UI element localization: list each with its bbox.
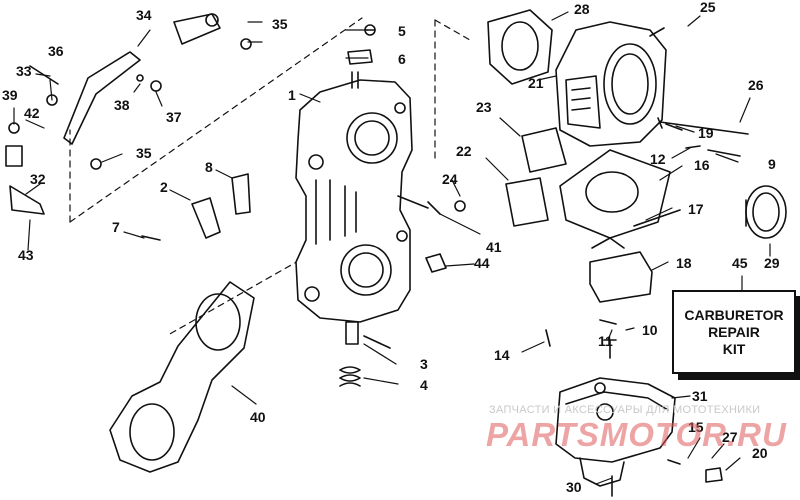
label-16: 16	[694, 157, 710, 173]
label-22: 22	[456, 143, 472, 159]
label-30: 30	[566, 479, 582, 495]
bracket-8-part	[231, 173, 251, 215]
label-28: 28	[574, 1, 590, 17]
label-32: 32	[30, 171, 46, 187]
label-18: 18	[676, 255, 692, 271]
label-33: 33	[16, 63, 32, 79]
label-36: 36	[48, 43, 64, 59]
fitting-44-part	[425, 253, 447, 273]
label-8: 8	[205, 159, 213, 175]
label-7: 7	[112, 219, 120, 235]
label-41: 41	[486, 239, 502, 255]
gasket-16-part	[559, 149, 671, 239]
air-intake-part	[555, 21, 667, 147]
small-hardware	[5, 24, 741, 497]
label-38: 38	[114, 97, 130, 113]
float-18-part	[589, 237, 653, 303]
pin-17-part	[633, 209, 681, 227]
plate-23-part	[521, 127, 567, 173]
carburetor-body-part	[295, 71, 413, 345]
watermark-logo: PARTSMOTOR.RU	[486, 416, 787, 453]
spring-4-part	[339, 366, 361, 387]
repair-kit-line-1: CARBURETOR	[684, 306, 784, 323]
leader-lines	[13, 11, 771, 485]
label-3: 3	[420, 356, 428, 372]
label-14: 14	[494, 347, 510, 363]
gasket-40-part	[109, 281, 255, 473]
ring-29-part	[745, 185, 787, 239]
label-39: 39	[2, 87, 18, 103]
label-15: 15	[688, 419, 704, 435]
screw-26-part	[657, 117, 749, 135]
repair-kit-line-3: KIT	[722, 340, 746, 357]
label-17: 17	[688, 201, 704, 217]
bracket-2-part	[191, 197, 221, 239]
label-6: 6	[398, 51, 406, 67]
label-20: 20	[752, 445, 768, 461]
label-25: 25	[700, 0, 716, 15]
label-23: 23	[476, 99, 492, 115]
label-44: 44	[474, 255, 490, 271]
label-26: 26	[748, 77, 764, 93]
watermark-tagline: ЗАПЧАСТИ И АКСЕССУАРЫ ДЛЯ МОТОТЕХНИКИ	[489, 404, 761, 416]
label-10: 10	[642, 322, 658, 338]
label-24: 24	[442, 171, 458, 187]
gasket-16-hole	[585, 171, 639, 213]
label-1: 1	[288, 87, 296, 103]
clip-43-part	[9, 185, 45, 215]
label-40: 40	[250, 409, 266, 425]
bolt-41-part	[397, 195, 441, 215]
label-21: 21	[528, 75, 544, 91]
label-42: 42	[24, 105, 40, 121]
repair-kit-line-2: REPAIR	[708, 323, 760, 340]
label-4: 4	[420, 377, 428, 393]
label-2: 2	[160, 179, 168, 195]
label-12: 12	[650, 151, 666, 167]
gasket-28-hole	[501, 21, 539, 71]
dashed-guide-lines	[69, 17, 471, 336]
label-5: 5	[398, 23, 406, 39]
label-29: 29	[764, 255, 780, 271]
label-34: 34	[136, 7, 152, 23]
label-37: 37	[166, 109, 182, 125]
label-19: 19	[698, 125, 714, 141]
gasket-28-part	[487, 9, 553, 85]
linkage-arm-part	[63, 13, 221, 145]
label-43: 43	[18, 247, 34, 263]
label-9: 9	[768, 156, 776, 172]
label-35-top: 35	[272, 16, 288, 32]
label-45: 45	[732, 255, 748, 271]
label-31: 31	[692, 388, 708, 404]
plate-22-part	[505, 177, 549, 227]
label-35-mid: 35	[136, 145, 152, 161]
float-bowl-part	[555, 339, 676, 487]
label-27: 27	[722, 429, 738, 445]
label-11: 11	[598, 333, 613, 349]
repair-kit-box: CARBURETOR REPAIR KIT	[672, 290, 796, 374]
